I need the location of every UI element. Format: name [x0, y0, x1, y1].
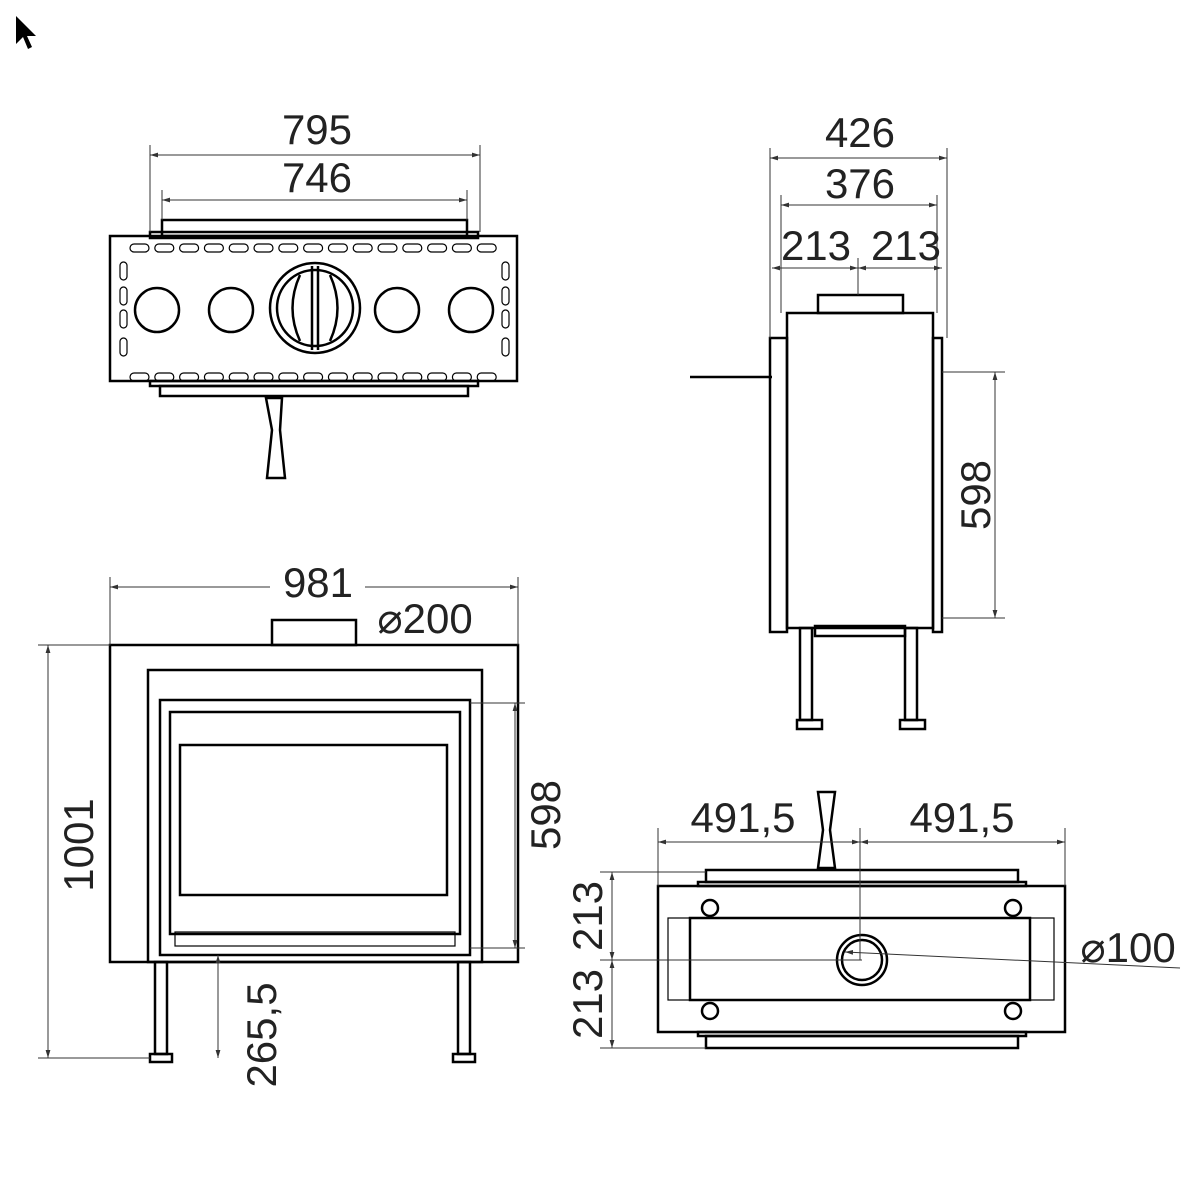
dim-front-base-height: 265,5	[238, 982, 285, 1087]
vent-slot	[119, 286, 128, 306]
top-view: 795 746	[108, 106, 519, 480]
dim-front-total-height: 1001	[55, 798, 102, 891]
vent-slot	[427, 243, 448, 253]
dim-top-width-inner: 746	[282, 154, 352, 201]
dim-front-door-height: 598	[522, 780, 569, 850]
dim-bottom-depth-lower: 213	[564, 969, 611, 1039]
vent-slot	[119, 309, 128, 329]
vent-slot	[327, 243, 348, 253]
dim-bottom-half-left: 491,5	[690, 794, 795, 841]
vent-slot	[501, 261, 510, 281]
side-view: 426 376 213 213 598	[690, 109, 1005, 731]
dim-top-width-outer: 795	[282, 106, 352, 153]
vent-slot	[476, 243, 497, 253]
vent-slot	[129, 243, 150, 253]
vent-slot	[451, 243, 472, 253]
vent-slot	[203, 243, 224, 253]
vent-slot	[377, 243, 398, 253]
vent-slot	[119, 337, 128, 357]
dim-side-depth-outer: 426	[825, 109, 895, 156]
vent-slot	[253, 243, 274, 253]
front-view: 981 ⌀200 1001 598 265,5	[38, 559, 569, 1088]
vent-slot	[501, 309, 510, 329]
vent-slot	[179, 243, 200, 253]
vent-slot	[154, 243, 175, 253]
bottom-view: 491,5 491,5 213 213 ⌀100	[564, 790, 1181, 1050]
dim-side-depth-inner: 376	[825, 160, 895, 207]
dim-outlet-diameter: ⌀100	[1080, 924, 1175, 971]
vent-slot	[278, 243, 299, 253]
dim-bottom-half-right: 491,5	[909, 794, 1014, 841]
dim-side-half-right: 213	[871, 222, 941, 269]
vent-slot	[476, 372, 497, 382]
vent-slot	[402, 243, 423, 253]
mouse-cursor-icon	[16, 16, 36, 49]
dim-front-width: 981	[283, 559, 353, 606]
vent-slot	[303, 243, 324, 253]
vent-slot	[228, 243, 249, 253]
dim-bottom-depth-upper: 213	[564, 881, 611, 951]
vent-slot	[352, 243, 373, 253]
vent-slot	[129, 372, 150, 382]
vent-slot	[119, 261, 128, 281]
vent-slot	[501, 337, 510, 357]
dim-side-half-left: 213	[781, 222, 851, 269]
dim-side-door-height: 598	[952, 460, 999, 530]
vent-slot	[501, 286, 510, 306]
dim-flue-diameter: ⌀200	[377, 595, 472, 642]
